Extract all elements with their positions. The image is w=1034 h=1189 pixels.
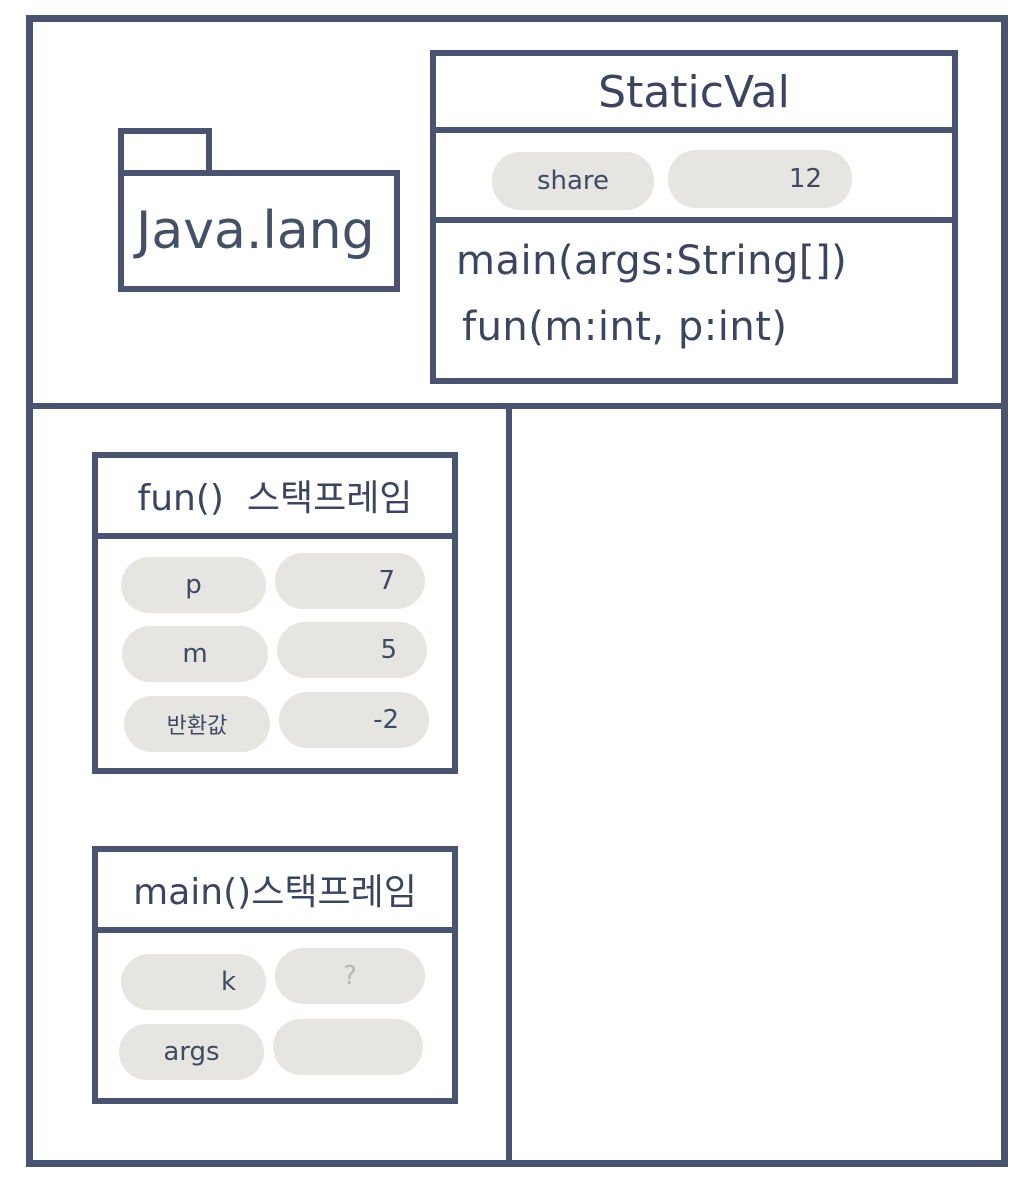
heap-area	[512, 409, 1001, 1160]
package-box: Java.lang	[118, 170, 400, 292]
main-var-k-value: ?	[275, 948, 425, 1004]
field-value-share: 12	[668, 150, 852, 208]
package-tab	[118, 128, 212, 178]
package-label: Java.lang	[136, 201, 375, 261]
method-area-divider	[26, 403, 1008, 409]
fun-var-p-value: 7	[275, 553, 425, 609]
main-var-args-value	[273, 1019, 423, 1075]
method-fun: fun(m:int, p:int)	[462, 304, 946, 358]
fun-var-p-name: p	[121, 557, 266, 613]
stack-frame-main-header: main()스택프레임	[98, 852, 452, 926]
field-name-share: share	[492, 152, 654, 210]
stack-frame-fun-header: fun() 스택프레임	[98, 458, 452, 532]
stack-frame-main-divider	[98, 927, 452, 933]
stack-frame-fun-title: fun() 스택프레임	[137, 478, 413, 519]
method-fun-text: fun(m:int, p:int)	[462, 304, 788, 350]
class-field-divider	[436, 217, 952, 223]
field-name-text: share	[536, 166, 610, 196]
fun-var-m-value: 5	[277, 622, 427, 678]
stack-frame-main-title: main()스택프레임	[133, 872, 417, 913]
field-value-text: 12	[788, 164, 822, 194]
main-var-k-name: k	[121, 954, 266, 1010]
method-main: main(args:String[])	[456, 238, 946, 292]
class-name-section: StaticVal	[436, 56, 952, 128]
fun-var-m-name: m	[122, 626, 268, 682]
stack-heap-divider	[506, 406, 512, 1164]
class-name-divider	[436, 127, 952, 133]
main-var-args-name: args	[119, 1024, 264, 1080]
method-main-text: main(args:String[])	[456, 238, 848, 284]
class-name: StaticVal	[598, 66, 790, 118]
stack-frame-fun-divider	[98, 533, 452, 539]
memory-diagram-frame	[26, 15, 1008, 1167]
fun-var-return-name: 반환값	[124, 696, 270, 752]
fun-var-return-value: -2	[279, 692, 429, 748]
